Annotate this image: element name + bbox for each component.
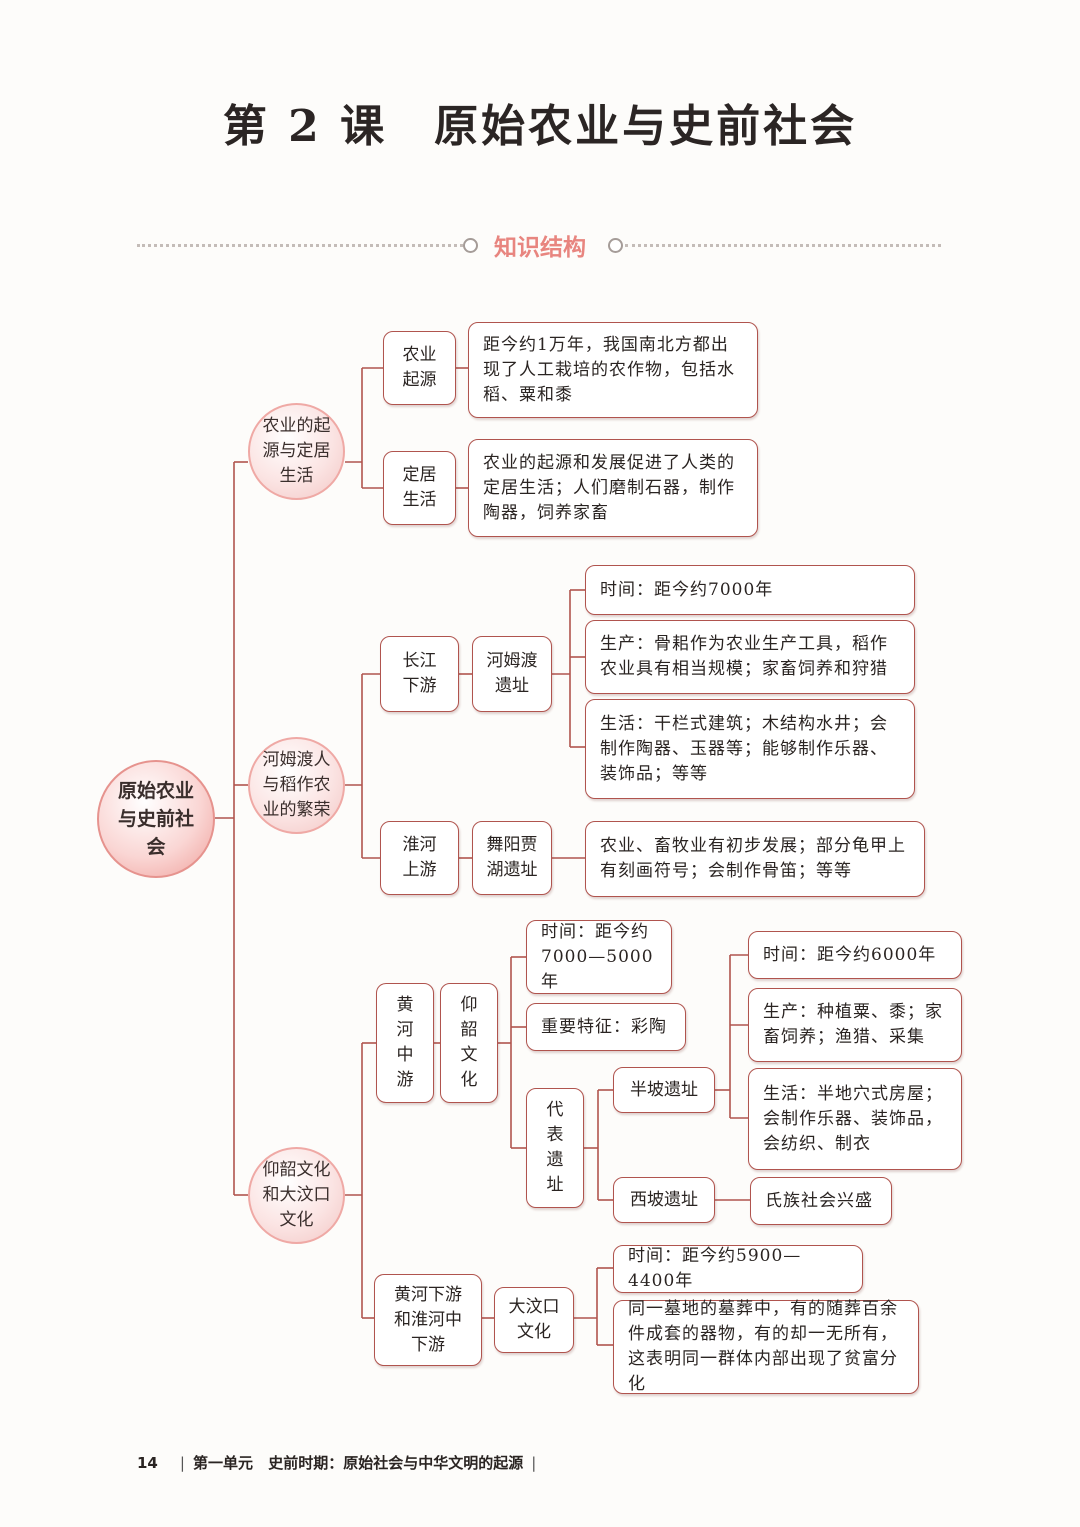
culture-label: 大汶口文化 xyxy=(508,1297,560,1342)
divider-ring-left xyxy=(463,238,478,253)
region-label: 黄河中游 xyxy=(396,995,414,1090)
detail-box-settled-life: 农业的起源和发展促进了人类的定居生活；人们磨制石器，制作陶器，饲养家畜 xyxy=(468,439,758,537)
culture-label: 仰韶文化 xyxy=(460,995,478,1090)
site-label: 半坡遗址 xyxy=(630,1079,698,1100)
rep-sites-node: 代表遗址 xyxy=(526,1088,584,1208)
site-node-jiahu: 舞阳贾湖遗址 xyxy=(472,821,552,895)
page-number: 14 xyxy=(137,1454,158,1472)
detail-box-agriculture-origin: 距今约1万年，我国南北方都出现了人工栽培的农作物，包括水稻、粟和黍 xyxy=(468,322,758,418)
detail-box-xipo: 氏族社会兴盛 xyxy=(750,1177,892,1225)
detail-box-jiahu: 农业、畜牧业有初步发展；部分龟甲上有刻画符号；会制作骨笛；等等 xyxy=(585,821,925,897)
detail-box-banpo-life: 生活：半地穴式房屋；会制作乐器、装饰品，会纺织、制衣 xyxy=(748,1068,962,1170)
culture-node-dawenkou: 大汶口文化 xyxy=(494,1287,574,1353)
detail-text: 氏族社会兴盛 xyxy=(765,1190,873,1211)
culture-node-yangshao: 仰韶文化 xyxy=(440,983,498,1103)
detail-box-yangshao-feature: 重要特征：彩陶 xyxy=(526,1003,686,1051)
divider-left xyxy=(137,244,463,247)
footer-subtitle: 史前时期：原始社会与中华文明的起源 xyxy=(268,1454,524,1472)
detail-text: 生活：半地穴式房屋；会制作乐器、装饰品，会纺织、制衣 xyxy=(763,1083,943,1154)
region-node-yangtze-lower: 长江下游 xyxy=(380,636,459,712)
page-title: 第 2 课 原始农业与史前社会 xyxy=(222,101,858,152)
detail-box-dawenkou-wealth: 同一墓地的墓葬中，有的随葬百余件成套的器物，有的却一无所有，这表明同一群体内部出… xyxy=(613,1299,919,1394)
region-node-yellow-river-middle: 黄河中游 xyxy=(376,983,434,1103)
site-node-hemudu: 河姆渡遗址 xyxy=(472,636,552,712)
site-label: 河姆渡遗址 xyxy=(486,651,538,696)
region-label: 黄河下游和淮河中下游 xyxy=(394,1284,462,1355)
site-label: 舞阳贾湖遗址 xyxy=(486,835,538,880)
footer-separator: | xyxy=(179,1454,185,1472)
region-label: 淮河上游 xyxy=(402,835,437,880)
detail-text: 时间：距今约7000—5000年 xyxy=(541,921,654,992)
topic-node-settled-life: 定居生活 xyxy=(383,451,456,525)
detail-box-banpo-time: 时间：距今约6000年 xyxy=(748,931,962,979)
detail-text: 时间：距今约7000年 xyxy=(600,579,774,600)
divider-right xyxy=(625,244,941,247)
detail-text: 农业、畜牧业有初步发展；部分龟甲上有刻画符号；会制作骨笛；等等 xyxy=(600,836,906,881)
topic-label: 定居生活 xyxy=(402,465,437,510)
region-node-huai-upper: 淮河上游 xyxy=(380,821,459,895)
detail-box-hemudu-life: 生活：干栏式建筑；木结构水井；会制作陶器、玉器等；能够制作乐器、装饰品；等等 xyxy=(585,699,915,799)
detail-box-dawenkou-time: 时间：距今约5900—4400年 xyxy=(613,1245,863,1293)
region-label: 长江下游 xyxy=(402,651,437,696)
footer-unit: 第一单元 xyxy=(192,1454,253,1472)
detail-box-yangshao-time: 时间：距今约7000—5000年 xyxy=(526,920,672,994)
detail-text: 同一墓地的墓葬中，有的随葬百余件成套的器物，有的却一无所有，这表明同一群体内部出… xyxy=(628,1299,898,1394)
detail-text: 距今约1万年，我国南北方都出现了人工栽培的农作物，包括水稻、粟和黍 xyxy=(483,334,735,405)
footer-separator-end: | xyxy=(531,1454,537,1472)
branch-node-agriculture-origin: 农业的起源与定居生活 xyxy=(248,403,345,500)
topic-node-agriculture-origin: 农业起源 xyxy=(383,331,456,405)
detail-text: 农业的起源和发展促进了人类的定居生活；人们磨制石器，制作陶器，饲养家畜 xyxy=(483,452,735,523)
divider-ring-right xyxy=(608,238,623,253)
site-node-xipo: 西坡遗址 xyxy=(613,1177,715,1223)
branch-label: 河姆渡人与稻作农业的繁荣 xyxy=(262,750,331,820)
detail-box-hemudu-time: 时间：距今约7000年 xyxy=(585,565,915,615)
detail-text: 时间：距今约5900—4400年 xyxy=(628,1246,802,1291)
branch-label: 农业的起源与定居生活 xyxy=(262,416,331,486)
branch-label: 仰韶文化和大汶口文化 xyxy=(262,1160,331,1230)
rep-sites-label: 代表遗址 xyxy=(546,1100,564,1195)
page-footer: 14 | 第一单元 史前时期：原始社会与中华文明的起源 | xyxy=(137,1452,544,1473)
detail-text: 重要特征：彩陶 xyxy=(541,1016,667,1037)
site-label: 西坡遗址 xyxy=(630,1189,698,1210)
root-label: 原始农业与史前社会 xyxy=(117,780,194,858)
detail-box-banpo-production: 生产：种植粟、黍；家畜饲养；渔猎、采集 xyxy=(748,988,962,1062)
branch-node-hemudu: 河姆渡人与稻作农业的繁荣 xyxy=(248,737,345,834)
branch-node-yangshao-dawenkou: 仰韶文化和大汶口文化 xyxy=(248,1147,345,1244)
region-node-yellow-lower-huai-middle: 黄河下游和淮河中下游 xyxy=(374,1274,482,1366)
detail-text: 时间：距今约6000年 xyxy=(763,944,937,965)
detail-text: 生产：骨耜作为农业生产工具，稻作农业具有相当规模；家畜饲养和狩猎 xyxy=(600,634,888,679)
detail-box-hemudu-production: 生产：骨耜作为农业生产工具，稻作农业具有相当规模；家畜饲养和狩猎 xyxy=(585,620,915,694)
detail-text: 生产：种植粟、黍；家畜饲养；渔猎、采集 xyxy=(763,1002,943,1047)
detail-text: 生活：干栏式建筑；木结构水井；会制作陶器、玉器等；能够制作乐器、装饰品；等等 xyxy=(600,713,888,784)
site-node-banpo: 半坡遗址 xyxy=(613,1067,715,1113)
section-heading: 知识结构 xyxy=(494,235,586,261)
root-node: 原始农业与史前社会 xyxy=(97,760,215,878)
topic-label: 农业起源 xyxy=(402,345,437,390)
